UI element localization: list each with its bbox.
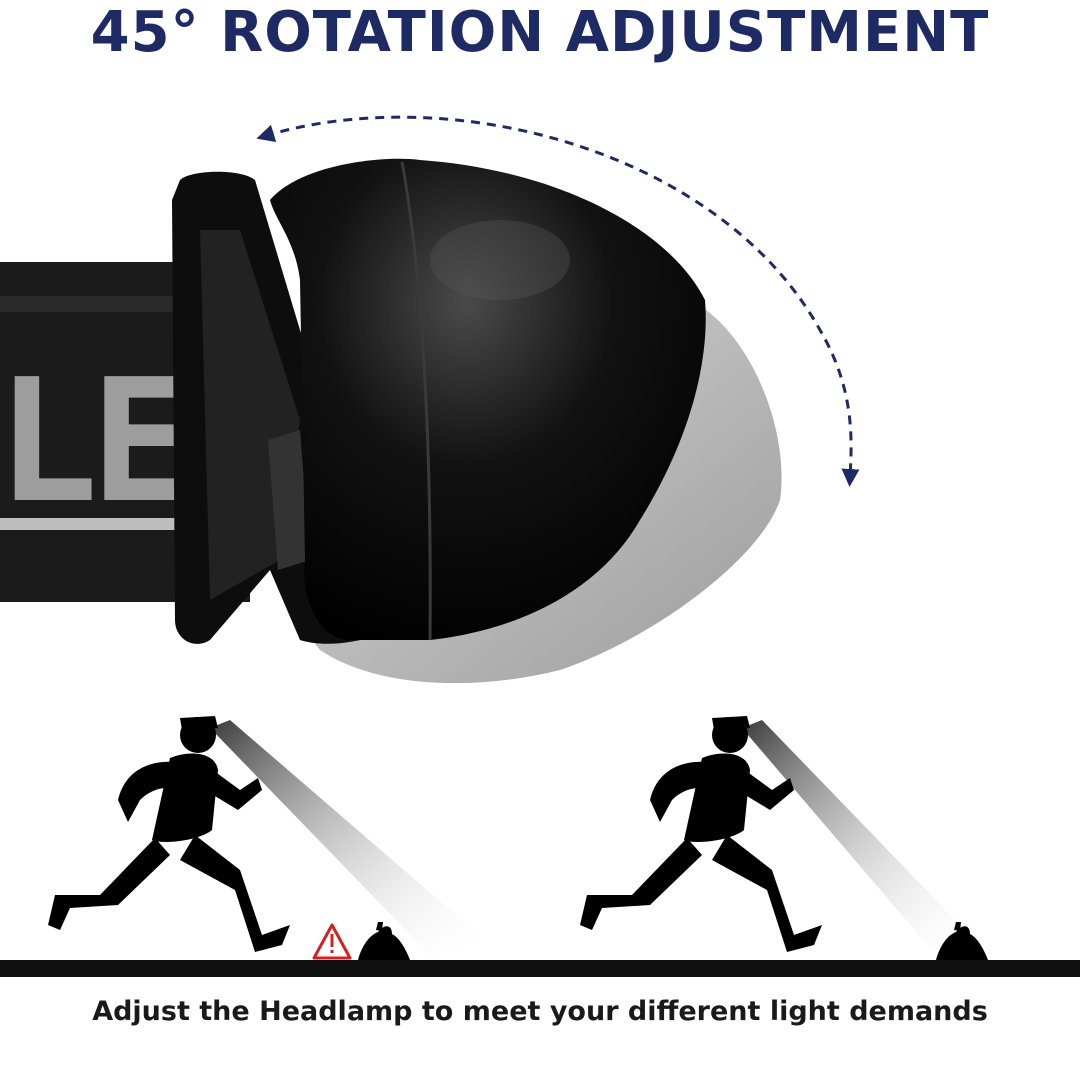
banana-peel-icon (936, 922, 988, 960)
ground-line (0, 960, 1080, 977)
caption: Adjust the Headlamp to meet your differe… (92, 996, 988, 1027)
light-beam-left (210, 720, 485, 955)
runner-left (48, 716, 485, 955)
runner-right (580, 716, 965, 952)
banana-peel-icon (358, 922, 410, 960)
runner-icon (48, 716, 290, 952)
warning-triangle-icon (312, 923, 352, 960)
runner-icon (580, 716, 822, 952)
lamp-body (270, 158, 706, 641)
light-beam-right (742, 720, 965, 948)
headline: 45° ROTATION ADJUSTMENT (90, 0, 990, 65)
